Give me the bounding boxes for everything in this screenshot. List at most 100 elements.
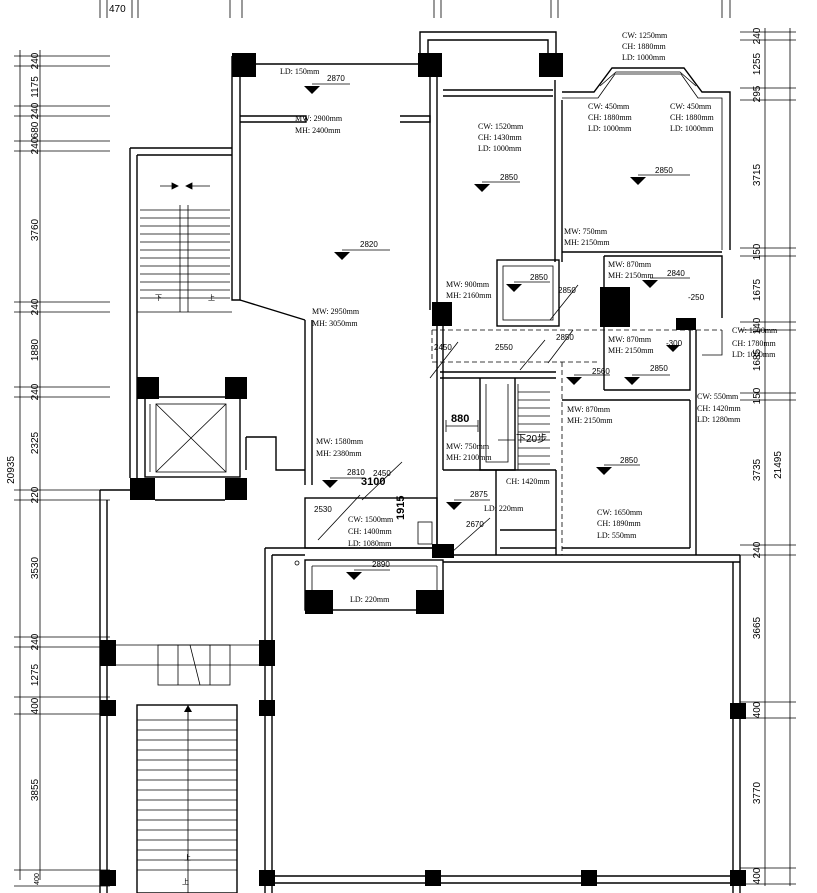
level-markers: [304, 83, 690, 580]
ch-label: CH: 1880mm: [670, 113, 715, 122]
stair-arrows: [160, 182, 210, 190]
arrow-up-icon: 上: [182, 705, 192, 886]
level-label: 2850: [558, 286, 576, 295]
cw-label: CW: 550mm: [697, 392, 739, 401]
dim-left-11: 220: [30, 486, 41, 503]
column: [100, 640, 116, 666]
ch-label: CH: 1890mm: [597, 519, 642, 528]
dim-right-1: 240: [752, 27, 763, 44]
stair-up-label-3: 上: [182, 877, 189, 886]
ld-label: LD: 220mm: [350, 595, 390, 604]
level-label: 2850: [500, 173, 518, 182]
column: [418, 53, 442, 77]
column: [432, 544, 454, 558]
mh-label: MH: 3050mm: [312, 319, 358, 328]
stair-up-label-1: 上: [208, 293, 215, 302]
dim-right-13: 400: [752, 701, 763, 718]
level-label: -250: [688, 293, 705, 302]
columns: [100, 53, 746, 886]
ch-label: CH: 1420mm: [506, 477, 551, 486]
ch-label: CH: 1780mm: [732, 339, 777, 348]
dim-left-6: 3760: [30, 218, 41, 241]
dim-right-3: 295: [752, 85, 763, 102]
ch-label: CH: 1430mm: [478, 133, 523, 142]
column: [130, 478, 155, 500]
cw-label: CW: 1500mm: [732, 326, 778, 335]
dim-left-17: 400: [34, 873, 41, 885]
ld-label: LD: 1000mm: [622, 53, 666, 62]
dim-left-3: 240: [30, 102, 41, 119]
column: [100, 700, 116, 716]
top-dimension: 470: [99, 0, 731, 18]
ld-label: LD: 1000mm: [670, 124, 714, 133]
dim-top-470: 470: [109, 4, 126, 15]
dim-right-10: 3735: [752, 458, 763, 481]
level-label: 2550: [495, 343, 513, 352]
column: [137, 377, 159, 399]
dimension-3100: 3100: [361, 476, 385, 488]
level-label: -300: [666, 339, 683, 348]
column: [259, 640, 275, 666]
ld-label: LD: 550mm: [597, 531, 637, 540]
dim-right-9: 150: [752, 387, 763, 404]
column: [100, 870, 116, 886]
mw-label: MW: 1580mm: [316, 437, 364, 446]
ch-label: CH: 1880mm: [588, 113, 633, 122]
column: [730, 870, 746, 886]
cw-label: CW: 1250mm: [622, 31, 668, 40]
cw-label: CW: 1500mm: [348, 515, 394, 524]
mw-label: MW: 900mm: [446, 280, 490, 289]
column: [259, 870, 275, 886]
ld-label: LD: 1080mm: [348, 539, 392, 548]
column: [676, 318, 696, 330]
mw-label: MW: 2950mm: [312, 307, 360, 316]
dim-left-2: 1175: [30, 76, 41, 98]
column: [730, 703, 746, 719]
dim-left-14: 1275: [30, 663, 41, 686]
dim-left-8: 1880: [30, 338, 41, 361]
dim-left-9: 240: [30, 383, 41, 400]
dim-left-10: 2325: [30, 431, 41, 454]
level-label: 2870: [327, 74, 345, 83]
section-lines: [317, 284, 579, 553]
mh-label: MH: 2150mm: [564, 238, 610, 247]
cw-label: CW: 1650mm: [597, 508, 643, 517]
ld-label: LD: 1000mm: [588, 124, 632, 133]
ld-label: LD: 150mm: [280, 67, 320, 76]
level-label: 2450: [373, 469, 391, 478]
mh-label: MH: 2400mm: [295, 126, 341, 135]
dim-right-7: 140: [752, 317, 763, 334]
level-label: 2840: [667, 269, 685, 278]
mh-label: MH: 2100mm: [446, 453, 492, 462]
level-label: 2850: [556, 333, 574, 342]
ch-label: CH: 1420mm: [697, 404, 742, 413]
level-label: 2670: [466, 520, 484, 529]
ld-label: LD: 1280mm: [697, 415, 741, 424]
dim-left-13: 240: [30, 633, 41, 650]
ld-label: LD: 220mm: [484, 504, 524, 513]
dim-left-1: 240: [30, 52, 41, 69]
level-label: 2450: [434, 343, 452, 352]
cw-label: CW: 450mm: [670, 102, 712, 111]
column: [539, 53, 563, 77]
mw-label: MW: 2900mm: [295, 114, 343, 123]
mh-label: MH: 2380mm: [316, 449, 362, 458]
ch-label: CH: 1880mm: [622, 42, 667, 51]
dimension-1915: 1915: [395, 496, 407, 520]
mh-label: MH: 2150mm: [608, 346, 654, 355]
cw-label: CW: 1520mm: [478, 122, 524, 131]
dim-right-4: 3715: [752, 163, 763, 186]
right-dimension-chain: 21495 240 1255 295 3715 150 1675 140 168…: [740, 27, 796, 886]
dimension-880: 880: [451, 413, 469, 425]
dim-right-5: 150: [752, 243, 763, 260]
dim-left-12: 3530: [30, 556, 41, 579]
level-label: 2890: [372, 560, 390, 569]
walls: 上 下: [99, 31, 741, 893]
level-label: 2560: [592, 367, 610, 376]
dim-right-2: 1255: [752, 52, 763, 75]
dim-left-7: 240: [30, 298, 41, 315]
column: [432, 302, 452, 326]
room-labels: LD: 150mm 2870 MW: 2900mm MH: 2400mm 282…: [280, 31, 778, 604]
dim-right-14: 3770: [752, 781, 763, 804]
dim-right-6: 1675: [752, 278, 763, 301]
